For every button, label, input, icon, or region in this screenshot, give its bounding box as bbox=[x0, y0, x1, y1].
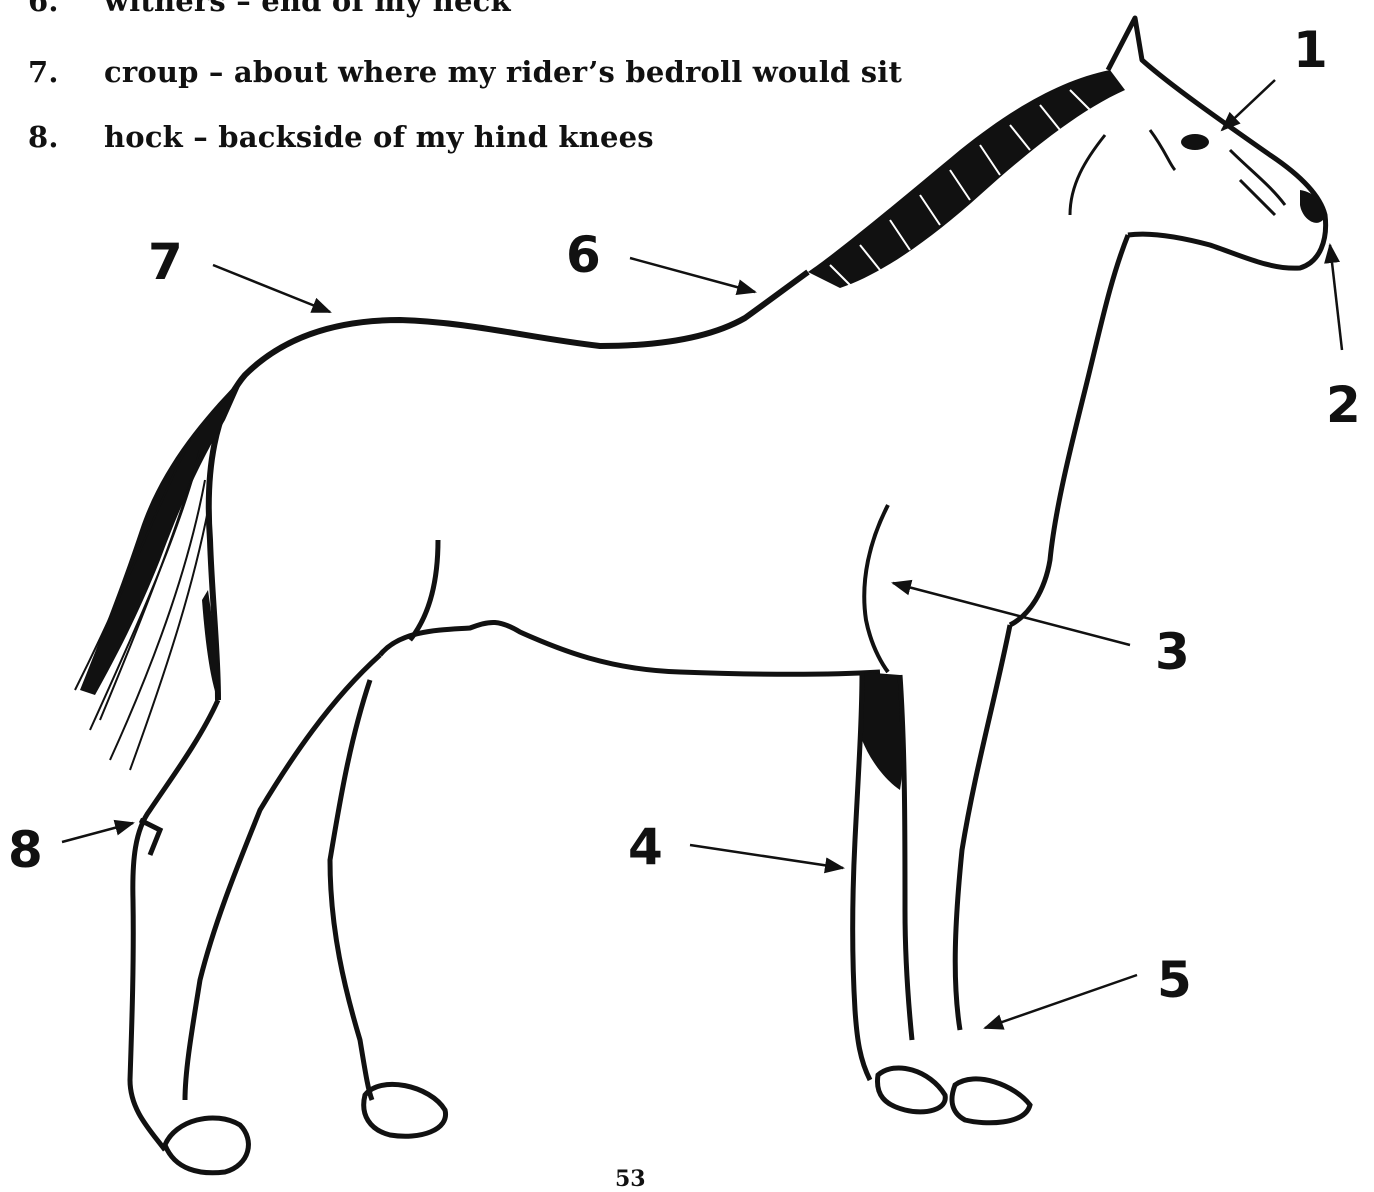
elbow-line bbox=[864, 505, 888, 672]
tail-strands bbox=[75, 440, 210, 770]
arrow-1 bbox=[1222, 80, 1275, 130]
front-leg-near bbox=[900, 625, 1010, 1040]
arrow-4 bbox=[690, 845, 843, 868]
eye-shape bbox=[1181, 134, 1209, 150]
hind-hoof-near bbox=[364, 1084, 446, 1136]
arrow-8 bbox=[62, 823, 133, 842]
callout-label-8: 8 bbox=[8, 825, 43, 875]
front-leg-shadow bbox=[862, 672, 904, 790]
neck-front-line bbox=[1010, 235, 1128, 625]
stifle-line bbox=[410, 540, 438, 640]
callout-label-5: 5 bbox=[1157, 955, 1192, 1005]
belly-line bbox=[380, 622, 880, 674]
callout-label-3: 3 bbox=[1155, 627, 1190, 677]
front-hoof-near bbox=[952, 1079, 1030, 1123]
callout-arrows bbox=[62, 80, 1342, 1028]
arrow-5 bbox=[985, 975, 1137, 1028]
arrow-3 bbox=[893, 583, 1130, 645]
arrow-7 bbox=[213, 265, 330, 312]
arrow-6 bbox=[630, 258, 755, 292]
hind-leg-near bbox=[185, 655, 380, 1100]
callout-label-2: 2 bbox=[1326, 380, 1361, 430]
callout-label-7: 7 bbox=[148, 237, 183, 287]
callout-label-4: 4 bbox=[628, 822, 663, 872]
nostril-shape bbox=[1300, 190, 1323, 223]
hind-leg-far bbox=[130, 700, 218, 1150]
back-outline bbox=[209, 272, 808, 700]
callout-label-1: 1 bbox=[1293, 25, 1328, 75]
front-hoof-far bbox=[877, 1068, 945, 1112]
page-number: 53 bbox=[615, 1166, 646, 1192]
callout-label-6: 6 bbox=[566, 230, 601, 280]
hind-hoof-far bbox=[165, 1118, 248, 1173]
tail-shape bbox=[80, 375, 245, 695]
arrow-2 bbox=[1330, 245, 1342, 350]
